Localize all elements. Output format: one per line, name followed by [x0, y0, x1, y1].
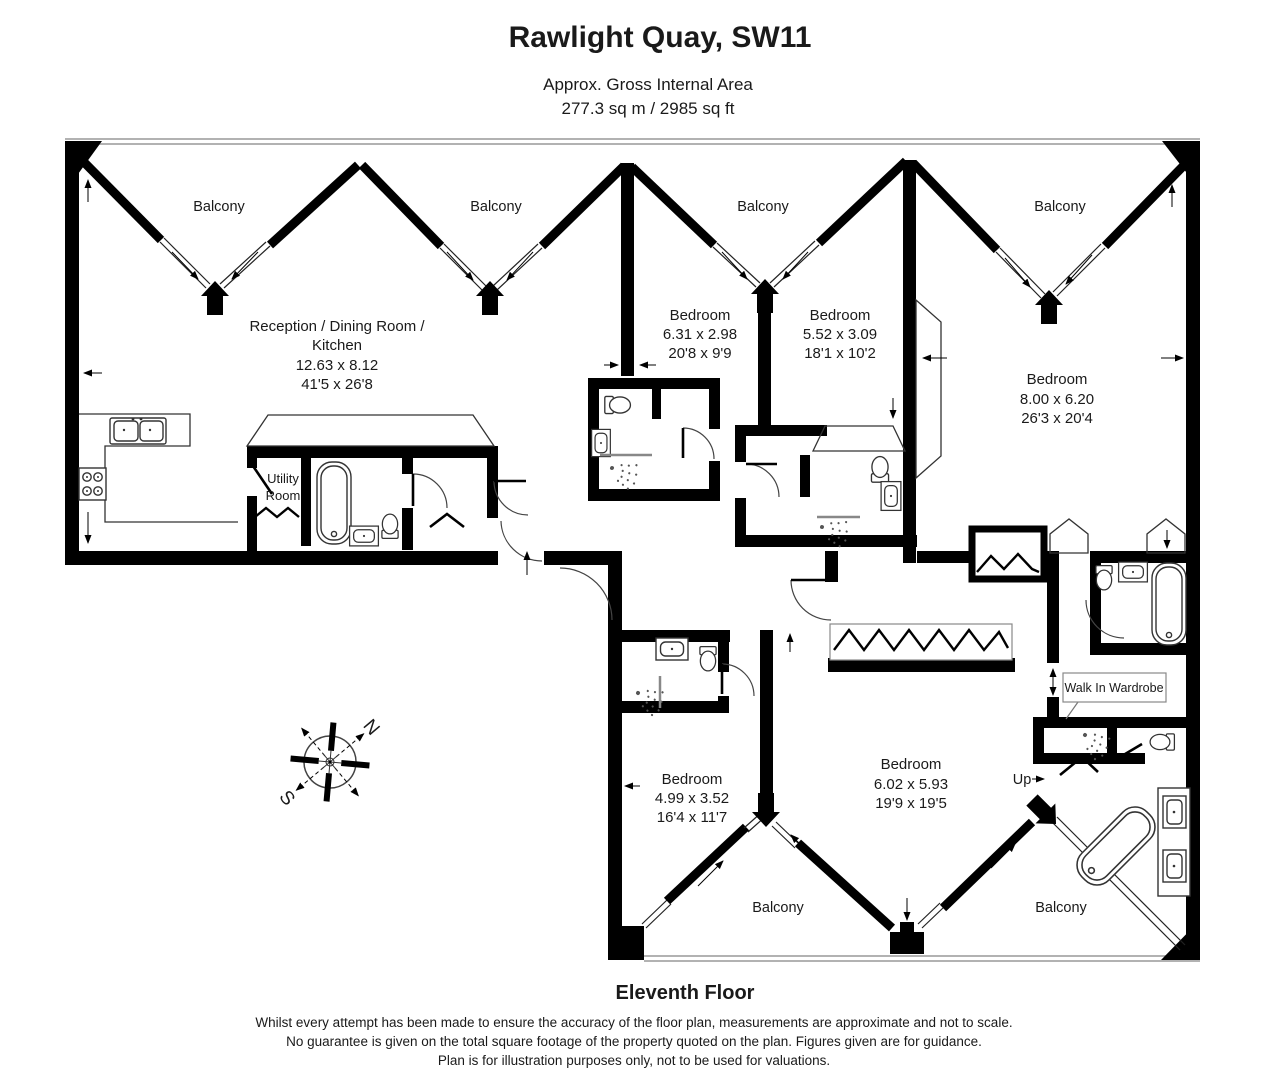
double-vanity — [1157, 787, 1191, 897]
svg-text:Kitchen: Kitchen — [312, 337, 362, 354]
toilet — [1149, 733, 1176, 751]
labels: Rawlight Quay, SW11 Approx. Gross Intern… — [193, 21, 1094, 1068]
svg-text:4.99 x 3.52: 4.99 x 3.52 — [655, 790, 729, 807]
fitted-wardrobe-rail — [829, 623, 1013, 661]
balcony-label-5: Balcony — [752, 900, 804, 916]
bedroom3-label: Bedroom 8.00 x 6.20 26'3 x 20'4 — [1020, 371, 1094, 427]
closet-pentagon — [1146, 518, 1186, 554]
bathtub — [1151, 562, 1187, 646]
svg-text:Reception / Dining Room /: Reception / Dining Room / — [249, 318, 425, 335]
bedroom4-label: Bedroom 4.99 x 3.52 16'4 x 11'7 — [655, 771, 729, 826]
subtitle: Approx. Gross Internal Area — [543, 75, 753, 94]
compass-north-label: N — [359, 716, 384, 740]
svg-text:16'4 x 11'7: 16'4 x 11'7 — [657, 809, 728, 826]
bathroom1-fixtures — [591, 395, 652, 492]
utility-room-label: Utility Room — [266, 471, 301, 503]
ensuite-fixtures — [1069, 723, 1191, 897]
kitchen-island — [245, 414, 496, 447]
bathtub — [316, 461, 352, 545]
page-title: Rawlight Quay, SW11 — [509, 21, 812, 54]
balcony-label-6: Balcony — [1035, 900, 1087, 916]
svg-text:18'1 x 10'2: 18'1 x 10'2 — [804, 345, 876, 362]
structural-columns — [811, 298, 942, 480]
svg-text:Bedroom: Bedroom — [670, 307, 731, 324]
balcony-label-4: Balcony — [1034, 199, 1086, 215]
svg-text:19'9 x 19'5: 19'9 x 19'5 — [875, 795, 947, 812]
plan-boundary-lines — [65, 138, 1200, 962]
toilet — [381, 513, 399, 540]
svg-text:6.02 x 5.93: 6.02 x 5.93 — [874, 776, 948, 793]
dimension-arrows — [83, 179, 1184, 921]
compass-south-label: S — [275, 787, 299, 810]
toilet — [604, 395, 632, 415]
sink — [655, 637, 689, 661]
bathroom2-fixtures — [816, 455, 902, 549]
kitchen-area — [78, 413, 496, 523]
svg-text:26'3 x 20'4: 26'3 x 20'4 — [1021, 410, 1093, 427]
bottom-left-bathroom-fixtures — [629, 637, 717, 719]
toilet — [699, 645, 717, 672]
disclaimer-line-2: No guarantee is given on the total squar… — [286, 1034, 982, 1049]
utility-bifold-door — [254, 506, 300, 519]
sink — [1117, 561, 1149, 583]
balcony-label-1: Balcony — [193, 199, 245, 215]
svg-text:Bedroom: Bedroom — [662, 771, 723, 788]
bedroom5-label: Bedroom 6.02 x 5.93 19'9 x 19'5 — [874, 756, 948, 812]
svg-text:Bedroom: Bedroom — [810, 307, 871, 324]
middle-bathroom-fixtures — [1095, 561, 1187, 646]
svg-text:Utility: Utility — [267, 471, 299, 486]
disclaimer-line-3: Plan is for illustration purposes only, … — [438, 1053, 830, 1068]
balcony-label-2: Balcony — [470, 199, 522, 215]
bedroom2-label: Bedroom 5.52 x 3.09 18'1 x 10'2 — [803, 307, 877, 362]
gross-internal-area: 277.3 sq m / 2985 sq ft — [562, 99, 735, 118]
floor-name: Eleventh Floor — [616, 982, 755, 1004]
walk-in-wardrobe-callout: Walk In Wardrobe — [1062, 672, 1167, 720]
svg-text:6.31 x 2.98: 6.31 x 2.98 — [663, 326, 737, 343]
svg-text:8.00 x 6.20: 8.00 x 6.20 — [1020, 391, 1094, 408]
disclaimer-line-1: Whilst every attempt has been made to en… — [255, 1015, 1012, 1030]
svg-text:Room: Room — [266, 488, 301, 503]
hob — [78, 467, 107, 501]
toilet — [870, 455, 890, 483]
svg-text:12.63 x 8.12: 12.63 x 8.12 — [296, 357, 379, 374]
sink — [880, 480, 902, 512]
svg-text:41'5 x 26'8: 41'5 x 26'8 — [301, 376, 373, 393]
svg-text:Bedroom: Bedroom — [1027, 371, 1088, 388]
up-label: Up — [1013, 772, 1032, 788]
svg-text:Bedroom: Bedroom — [881, 756, 942, 773]
bedroom1-label: Bedroom 6.31 x 2.98 20'8 x 9'9 — [663, 307, 737, 362]
shower-icon — [604, 455, 642, 492]
reception-label: Reception / Dining Room / Kitchen 12.63 … — [249, 318, 425, 393]
balcony-label-3: Balcony — [737, 199, 789, 215]
closet-pentagon — [1049, 518, 1089, 554]
utility-bathroom-fixtures — [316, 461, 399, 547]
compass-rose: N S — [275, 716, 384, 810]
walk-in-wardrobe-label: Walk In Wardrobe — [1064, 681, 1163, 695]
svg-text:20'8 x 9'9: 20'8 x 9'9 — [668, 345, 731, 362]
balcony-glazing — [66, 144, 1200, 951]
sink — [348, 525, 380, 547]
closet-block — [968, 525, 1048, 583]
sink — [591, 428, 611, 458]
bathtub — [1069, 799, 1163, 893]
wardrobes — [254, 506, 1186, 661]
doors — [251, 427, 1143, 777]
svg-text:5.52 x 3.09: 5.52 x 3.09 — [803, 326, 877, 343]
kitchen-sink — [109, 417, 167, 445]
walls — [65, 141, 1200, 960]
toilet — [1095, 564, 1113, 591]
